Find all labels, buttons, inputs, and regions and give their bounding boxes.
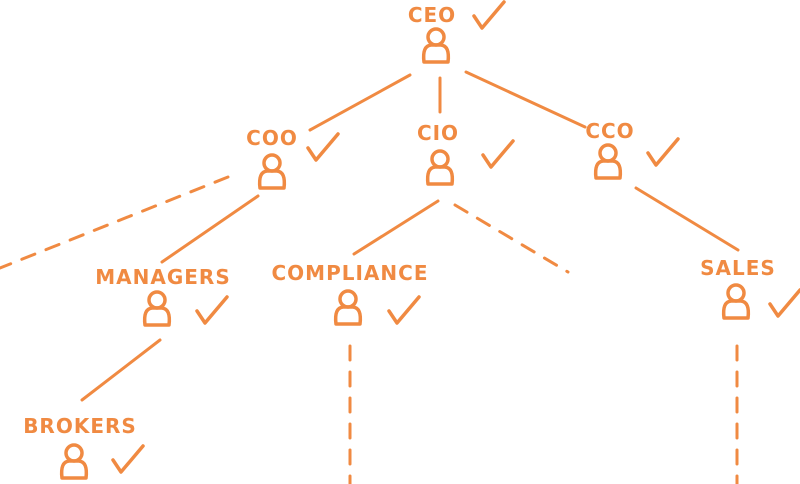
edge-ceo-cco <box>464 70 587 129</box>
check-mark-icon <box>472 0 506 30</box>
edge-ceo-coo <box>308 73 412 132</box>
person-head <box>262 153 282 173</box>
person-icon <box>59 443 89 480</box>
person-head <box>147 290 167 310</box>
person-icon <box>593 143 623 180</box>
node-label-managers: MANAGERS <box>95 265 230 289</box>
person-head <box>338 289 358 309</box>
person-head <box>726 283 746 303</box>
person-body <box>421 43 451 64</box>
check-mark-icon <box>111 444 145 474</box>
person-icon <box>257 153 287 190</box>
node-coo: COO <box>246 126 340 190</box>
person-body <box>142 306 172 327</box>
node-compliance: COMPLIANCE <box>272 261 429 326</box>
check-mark-icon <box>306 132 340 162</box>
edge-coo-managers <box>160 194 260 264</box>
edge-cio-compliance <box>352 199 440 256</box>
edges-layer <box>0 70 740 484</box>
person-icon <box>721 283 751 320</box>
node-label-cco: CCO <box>585 119 634 143</box>
person-body <box>593 159 623 180</box>
check-mark-icon <box>646 137 680 167</box>
person-body <box>257 169 287 190</box>
person-head <box>426 27 446 47</box>
node-brokers: BROKERS <box>23 414 145 480</box>
person-icon <box>333 289 363 326</box>
node-label-sales: SALES <box>700 256 776 280</box>
person-body <box>59 459 89 480</box>
edge-managers-brokers <box>80 338 162 402</box>
check-mark-icon <box>768 288 800 318</box>
person-head <box>598 143 618 163</box>
nodes-layer: CEO COO CIO CCO MANAGERS COMPLIANCE SALES BROKE… <box>23 0 800 480</box>
person-icon <box>421 27 451 64</box>
node-label-cio: CIO <box>417 121 459 145</box>
edge-cio-null <box>453 203 570 274</box>
person-head <box>64 443 84 463</box>
node-cio: CIO <box>417 121 515 186</box>
node-label-compliance: COMPLIANCE <box>272 261 429 285</box>
person-body <box>721 299 751 320</box>
check-mark-icon <box>195 295 229 325</box>
node-sales: SALES <box>700 256 800 320</box>
person-icon <box>425 149 455 186</box>
node-label-ceo: CEO <box>408 3 456 27</box>
person-body <box>425 165 455 186</box>
node-managers: MANAGERS <box>95 265 230 327</box>
person-head <box>430 149 450 169</box>
check-mark-icon <box>387 295 421 325</box>
node-label-coo: COO <box>246 126 298 150</box>
node-cco: CCO <box>585 119 680 180</box>
person-body <box>333 305 363 326</box>
node-label-brokers: BROKERS <box>23 414 137 438</box>
edge-cco-sales <box>634 186 740 252</box>
person-icon <box>142 290 172 327</box>
node-ceo: CEO <box>408 0 506 64</box>
check-mark-icon <box>481 139 515 169</box>
edge-coo-null <box>0 175 230 270</box>
